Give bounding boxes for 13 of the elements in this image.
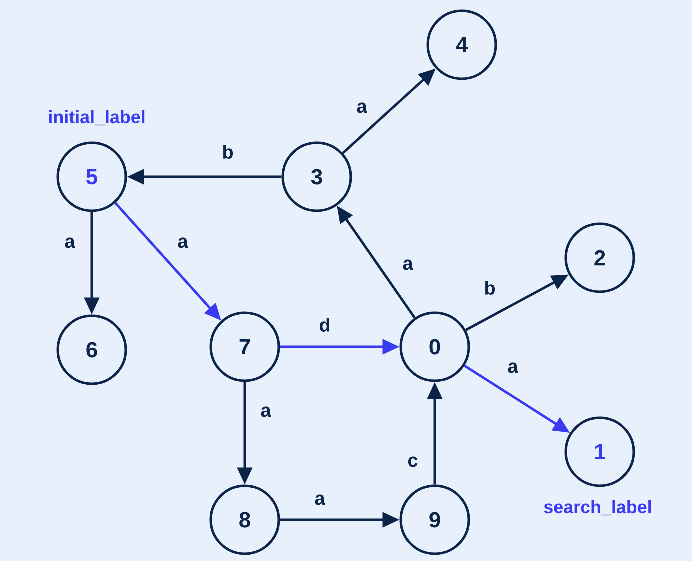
edge-label: a bbox=[261, 406, 272, 418]
edge-label: a bbox=[178, 238, 188, 248]
edge-label: a bbox=[403, 260, 414, 270]
edge-label: a bbox=[65, 238, 76, 248]
edge-label: a bbox=[315, 494, 326, 506]
edge-label: c bbox=[408, 456, 418, 468]
edge-label: b bbox=[485, 281, 495, 295]
edge-label: a bbox=[508, 362, 518, 374]
edge-label: b bbox=[223, 145, 233, 159]
state-caption: search_label bbox=[544, 500, 652, 516]
state-caption: initial_label bbox=[49, 110, 145, 126]
edge-label: a bbox=[357, 102, 368, 114]
edge-label: d bbox=[320, 318, 330, 332]
